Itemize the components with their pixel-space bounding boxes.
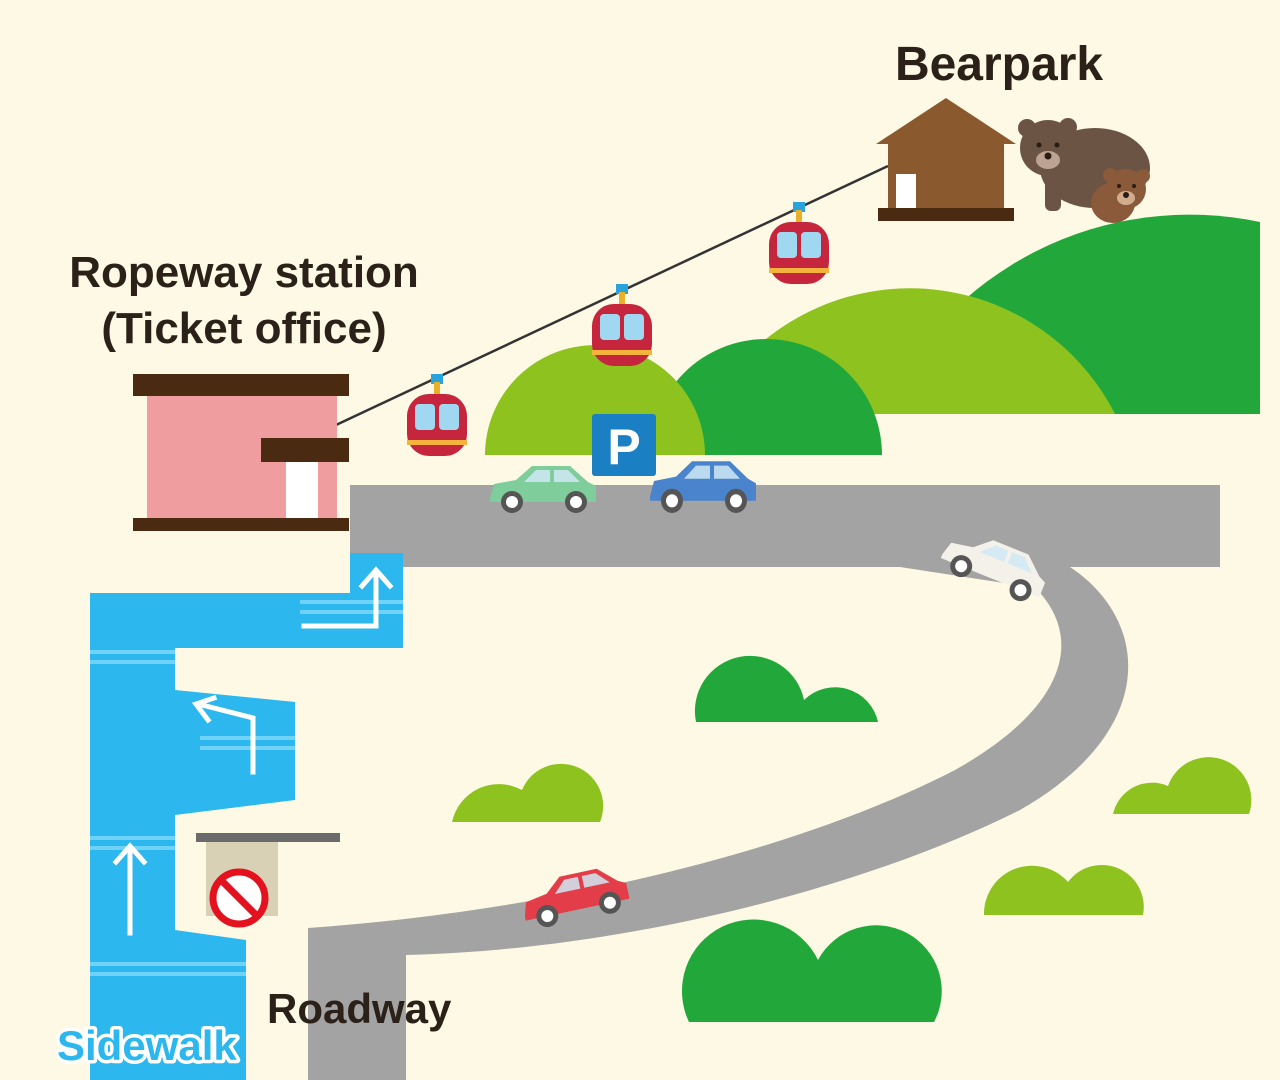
bearpark-cabin xyxy=(876,98,1016,221)
roadway-label: Roadway xyxy=(267,985,452,1032)
ticket-office-label: (Ticket office) xyxy=(101,304,386,353)
bear-icon xyxy=(1091,168,1150,223)
sidewalk-label: Sidewalk xyxy=(57,1022,237,1069)
bush xyxy=(1113,757,1252,814)
arrow-icon xyxy=(191,694,256,775)
ropeway-station xyxy=(133,374,349,531)
ropeway-station-label: Ropeway station xyxy=(69,248,419,297)
bearpark-label: Bearpark xyxy=(895,38,1103,91)
arrow-icon xyxy=(112,842,148,936)
bush xyxy=(694,655,878,722)
no-entry-icon xyxy=(209,868,269,928)
no-entry-gate xyxy=(196,833,340,928)
bush xyxy=(983,864,1144,915)
parking-sign-icon: P xyxy=(592,414,656,476)
bush xyxy=(452,763,604,822)
hill-middle xyxy=(650,339,882,455)
bush xyxy=(681,919,942,1022)
sidewalk xyxy=(90,553,403,1080)
gondola-car-icon xyxy=(592,284,652,366)
gondola-car-icon xyxy=(769,202,829,284)
arrow-icon xyxy=(301,566,394,629)
parking-label: P xyxy=(607,419,640,475)
